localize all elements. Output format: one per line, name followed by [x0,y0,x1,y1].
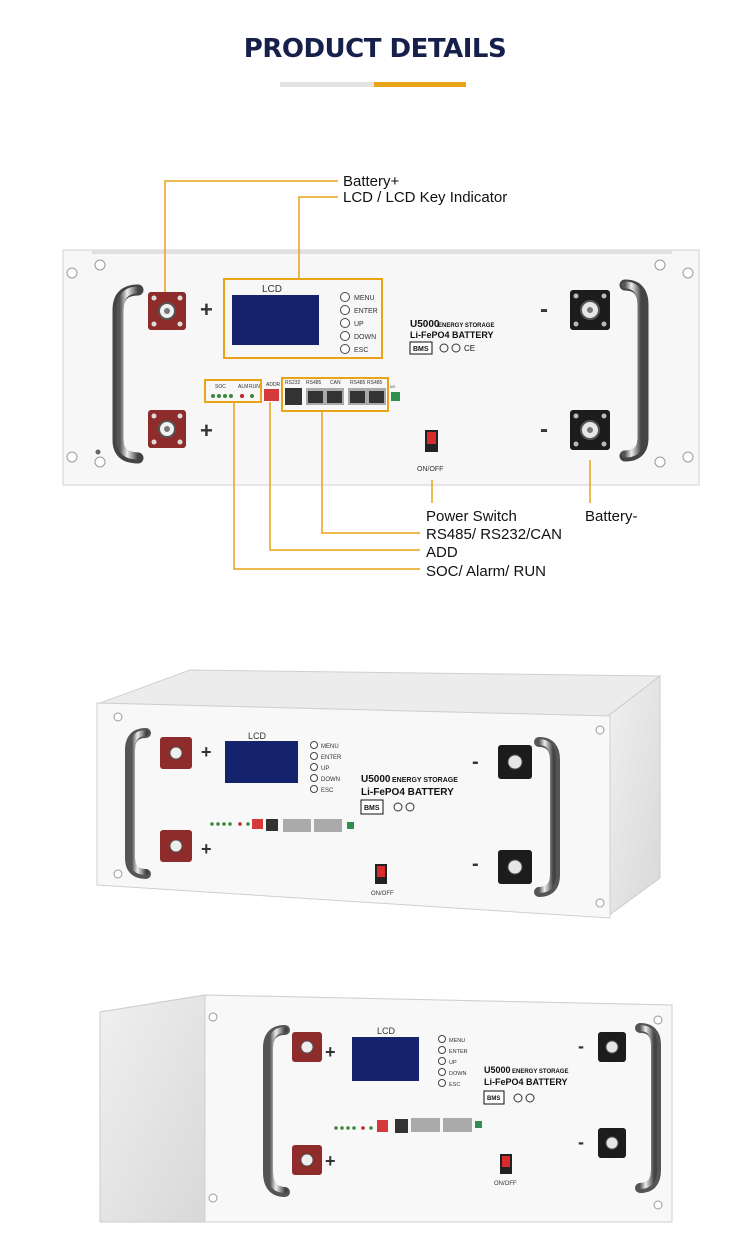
left-handle-icon [112,284,144,464]
right-handle-icon [619,279,649,462]
svg-text:CE: CE [464,344,475,353]
svg-text:U5000: U5000 [484,1065,511,1075]
minus-sign: - [540,296,548,323]
svg-text:ENTER: ENTER [449,1049,468,1055]
svg-text:+: + [325,1042,336,1062]
perspective-view-2: + + - - LCD MENU ENTER UP DOWN ESC U5000… [99,994,673,1223]
lcd-screen [232,295,319,345]
callout-lines [164,180,591,570]
svg-text:Li-FePO4 BATTERY: Li-FePO4 BATTERY [484,1077,568,1087]
callout-soc: SOC/ Alarm/ RUN [426,563,546,580]
ethernet-port-icons [285,388,386,405]
svg-text:DOWN: DOWN [321,777,340,783]
svg-text:Li-FePO4 BATTERY: Li-FePO4 BATTERY [361,787,454,798]
svg-text:ENERGY STORAGE: ENERGY STORAGE [392,777,458,784]
lcd-label: LCD [262,284,282,295]
minus-sign: - [540,416,548,443]
svg-text:+: + [325,1151,336,1171]
svg-text:+: + [201,742,212,762]
svg-text:ESC: ESC [449,1082,460,1088]
negative-terminal-icon [570,290,610,330]
svg-text:DOWN: DOWN [354,334,376,341]
svg-text:SOC: SOC [215,384,226,390]
svg-text:ENTER: ENTER [354,308,378,315]
svg-text:BMS: BMS [364,805,380,812]
svg-text:UP: UP [354,321,364,328]
perspective-view-1: + + - - LCD MENU ENTER UP DOWN ESC U5000… [96,669,662,919]
svg-text:BMS: BMS [413,346,429,353]
callout-power-switch: Power Switch [426,508,517,525]
soc-leds [211,394,254,398]
svg-text:CAN: CAN [330,380,341,386]
callout-comm: RS485/ RS232/CAN [426,526,562,543]
callout-lcd: LCD / LCD Key Indicator [343,189,507,206]
svg-text:-: - [578,1036,584,1056]
svg-text:-: - [472,751,479,773]
svg-text:DOWN: DOWN [449,1071,466,1077]
title-underline-gold [374,82,466,87]
svg-text:RS485: RS485 [350,380,366,386]
brand-label: U5000 ENERGY STORAGE Li-FePO4 BATTERY BM… [409,319,494,355]
switch-label: ON/OFF [417,466,443,473]
lcd-keys: MENU ENTER UP DOWN ESC [340,292,378,354]
title-underline-grey [280,82,374,87]
comm-highlight-box [281,377,389,412]
svg-text:UP: UP [449,1060,457,1066]
svg-text:I/O: I/O [390,384,395,389]
front-panel-figure: + + - - LCD MENU ENTER UP [62,173,700,580]
svg-text:BMS: BMS [487,1096,500,1102]
svg-text:ESC: ESC [354,347,368,354]
svg-text:ON/OFF: ON/OFF [371,891,394,897]
soc-highlight-box [204,379,262,403]
svg-text:U5000: U5000 [361,774,391,785]
svg-text:ALM: ALM [238,384,248,390]
svg-text:LCD: LCD [377,1026,396,1036]
svg-text:Li-FePO4 BATTERY: Li-FePO4 BATTERY [410,330,494,340]
callout-battery-neg: Battery- [585,508,638,525]
svg-text:MENU: MENU [354,295,375,302]
svg-text:RS485: RS485 [306,380,322,386]
plus-sign: + [200,418,213,443]
svg-text:U5000: U5000 [410,319,440,330]
svg-text:ENTER: ENTER [321,755,342,761]
svg-text:ON/OFF: ON/OFF [494,1181,517,1187]
positive-terminal-icon [148,410,186,448]
plus-sign: + [200,297,213,322]
svg-text:RUN: RUN [249,384,260,390]
svg-text:ADDR: ADDR [266,382,281,388]
svg-text:ENERGY STORAGE: ENERGY STORAGE [438,323,494,329]
callout-battery-pos: Battery+ [343,173,400,190]
svg-text:MENU: MENU [321,744,339,750]
svg-text:ENERGY STORAGE: ENERGY STORAGE [512,1069,568,1075]
lcd-highlight-box [223,278,383,359]
svg-text:+: + [201,839,212,859]
svg-text:RS232: RS232 [285,380,301,386]
svg-text:MENU: MENU [449,1038,465,1044]
negative-terminal-icon [570,410,610,450]
svg-text:RS485: RS485 [367,380,383,386]
page-title: PRODUCT DETAILS [243,34,507,64]
svg-text:ESC: ESC [321,788,334,794]
svg-text:-: - [578,1132,584,1152]
positive-terminal-icon [148,292,186,330]
addr-dip-switch [264,389,279,401]
svg-text:-: - [472,853,479,875]
svg-text:UP: UP [321,766,329,772]
callout-add: ADD [426,544,458,561]
io-terminal [391,392,400,401]
svg-text:LCD: LCD [248,731,267,741]
